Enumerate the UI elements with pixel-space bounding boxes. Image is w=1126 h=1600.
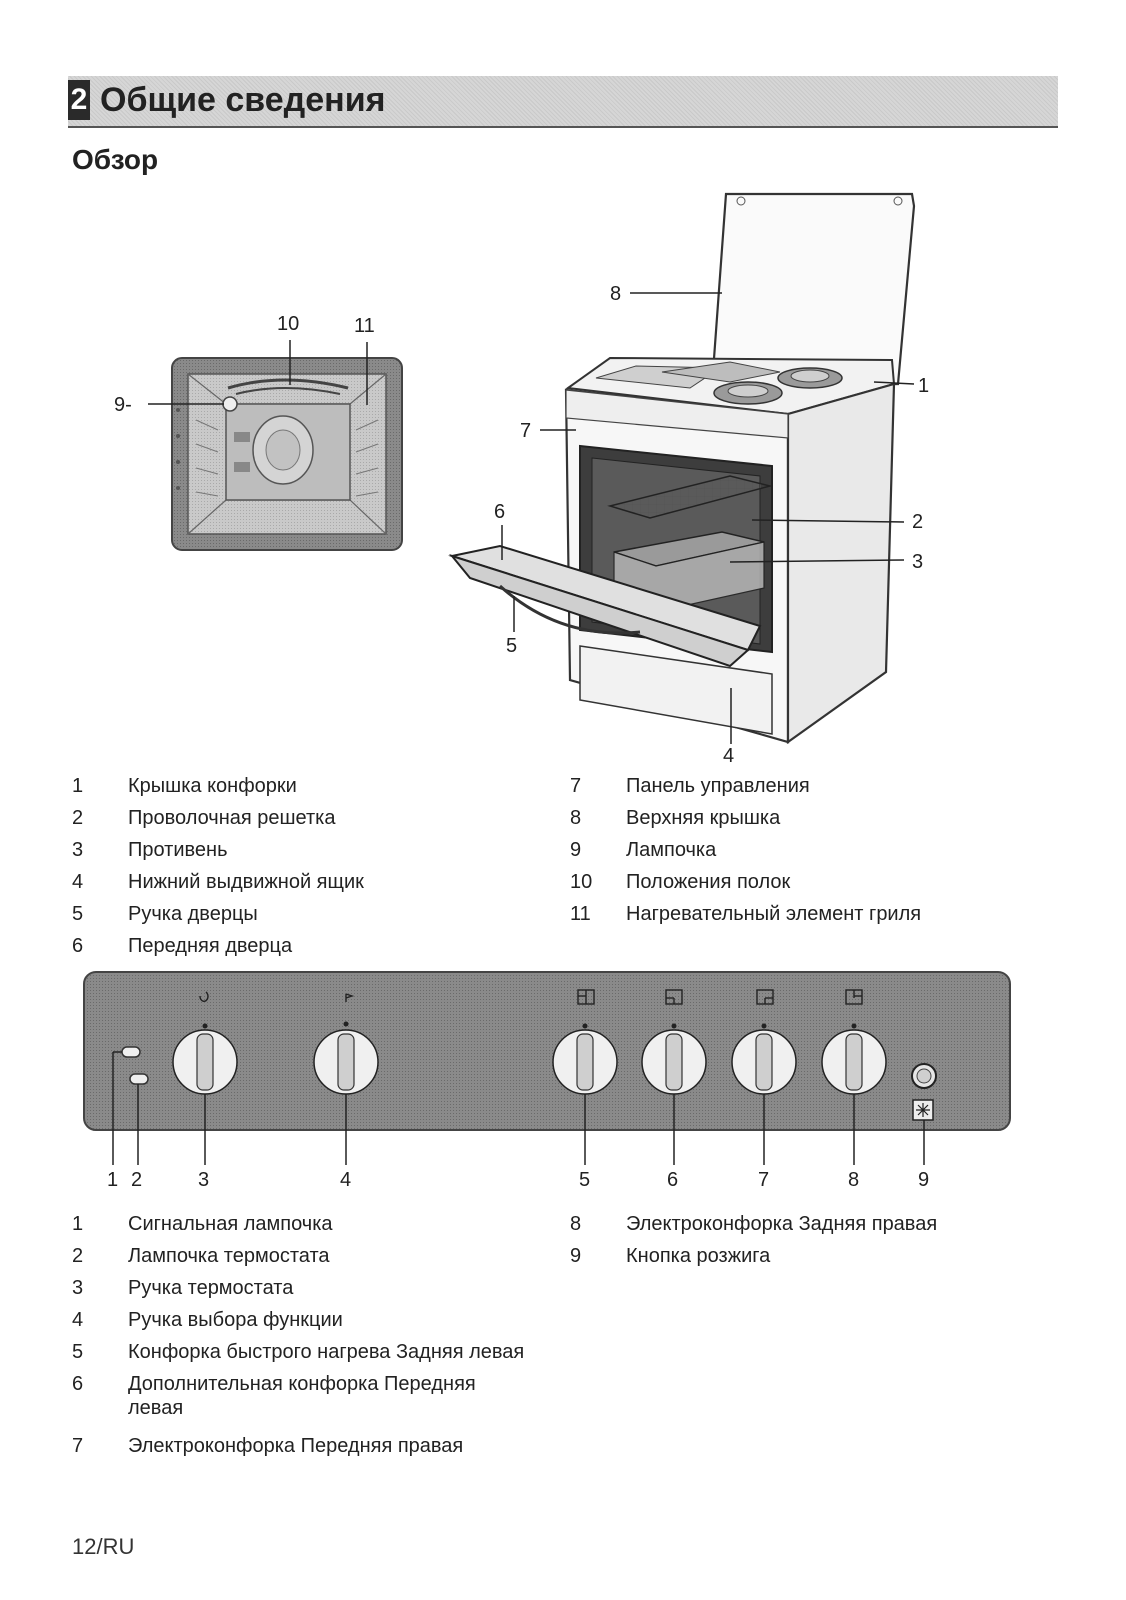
legend-label: Сигнальная лампочка [128,1213,333,1235]
callout-fig1-1: 1 [918,375,929,397]
callout-fig2-7: 7 [758,1169,769,1191]
legend-label: Передняя дверца [128,935,293,957]
callout-fig2-6: 6 [667,1169,678,1191]
callout-fig2-1: 1 [107,1169,118,1191]
callout-fig1-10: 10 [277,313,299,335]
legend-num: 7 [570,775,582,797]
chapter-header: 2 Общие сведения [68,76,1058,128]
legend-label: Лампочка термостата [128,1245,330,1267]
control-panel-drawing [83,971,1011,1131]
legend-label: Ручка термостата [128,1277,294,1299]
legend-num: 3 [72,839,84,861]
legend-num: 2 [72,807,84,829]
legend-num: 2 [72,1245,84,1267]
legend-num: 4 [72,1309,84,1331]
legend-label: Лампочка [626,839,717,861]
legend-label: Панель управления [626,775,810,797]
legend1-right: 7 Панель управления 8 Верхняя крышка 9 Ламп… [570,774,1050,944]
legend-num: 5 [72,1341,84,1363]
legend-num: 10 [570,871,593,893]
legend-label: Кнопка розжига [626,1245,771,1267]
callout-fig2-4: 4 [340,1169,351,1191]
page-number: 12/RU [72,1534,135,1559]
legend-label: Верхняя крышка [626,807,781,829]
section-title: Обзор [72,144,159,175]
legend-num: 9 [570,839,582,861]
callout-fig1-9: 9- [114,394,132,416]
callout-fig2-2: 2 [131,1169,142,1191]
legend-label: Конфорка быстрого нагрева Задняя левая [128,1341,525,1363]
legend-num: 8 [570,1213,582,1235]
legend2-right: 8 Электроконфорка Задняя правая 9 Кнопка р… [570,1212,1050,1272]
legend-num: 3 [72,1277,84,1299]
legend-label: Ручка дверцы [128,903,258,925]
callout-fig1-7: 7 [520,420,531,442]
legend-num: 6 [72,935,84,957]
callout-fig1-5: 5 [506,635,517,657]
cooker-drawing [448,192,916,745]
legend-num: 6 [72,1373,84,1395]
legend-label: Электроконфорка Передняя правая [128,1435,464,1457]
callout-fig2-3: 3 [198,1169,209,1191]
legend-label: Нагревательный элемент гриля [626,903,922,925]
legend-label: Крышка конфорки [128,775,297,797]
interior-leader-lines [148,340,368,405]
cooker-leader-lines [501,292,915,744]
legend-label: Положения полок [626,871,791,893]
legend-label: Нижний выдвижной ящик [128,871,364,893]
legend-num: 9 [570,1245,582,1267]
callout-fig2-9: 9 [918,1169,929,1191]
chapter-number: 2 [68,80,90,120]
callout-fig2-8: 8 [848,1169,859,1191]
chapter-title: Общие сведения [100,81,386,119]
legend-label: Проволочная решетка [128,807,336,829]
callout-fig1-2: 2 [912,511,923,533]
legend-num: 5 [72,903,84,925]
callout-fig1-4: 4 [723,745,734,767]
legend-num: 1 [72,1213,84,1235]
callout-fig1-11: 11 [354,315,375,337]
callout-fig2-5: 5 [579,1169,590,1191]
oven-interior-drawing [171,357,403,551]
legend-num: 11 [570,903,591,925]
panel-leader-lines [112,1051,925,1165]
callout-fig1-6: 6 [494,501,505,523]
legend2-left: 1 Сигнальная лампочка 2 Лампочка термостат… [72,1212,552,1462]
callout-fig1-3: 3 [912,551,923,573]
legend-label: Электроконфорка Задняя правая [626,1213,938,1235]
legend-num: 1 [72,775,84,797]
legend-label: Дополнительная конфорка Передняя левая [128,1373,476,1419]
callout-fig1-8: 8 [610,283,621,305]
legend-num: 4 [72,871,84,893]
legend-num: 8 [570,807,582,829]
legend-num: 7 [72,1435,84,1457]
legend-label: Ручка выбора функции [128,1309,343,1331]
legend-label: Противень [128,839,228,861]
